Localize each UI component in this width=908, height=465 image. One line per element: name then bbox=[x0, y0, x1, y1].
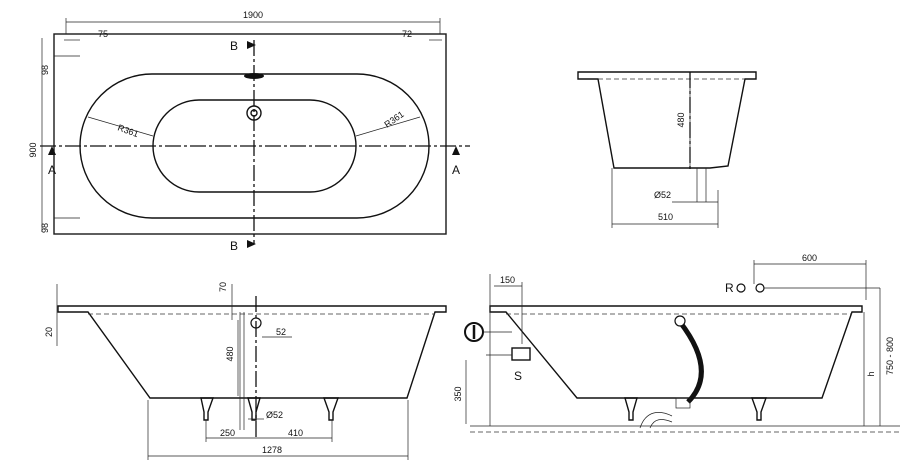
tap-hole-right bbox=[755, 283, 765, 293]
dim-52-bottom: Ø52 bbox=[266, 410, 283, 420]
valve-label: S bbox=[514, 369, 522, 383]
hose-bottom-fitting bbox=[675, 397, 691, 409]
top-view: 1900 75 72 900 98 98 R361 R361 A A B B bbox=[28, 10, 470, 253]
foot-right bbox=[323, 397, 339, 421]
dim-total-height: 750 - 800 bbox=[885, 337, 895, 375]
drain-trap-inner bbox=[649, 419, 673, 429]
section-a-view: 480 Ø52 510 bbox=[577, 71, 757, 228]
dim-h: h bbox=[866, 371, 876, 376]
install-foot-right bbox=[751, 397, 767, 421]
installation-view: 150 S 350 R 600 750 - 800 h bbox=[453, 253, 900, 433]
install-foot-left bbox=[624, 397, 638, 421]
dim-98-bottom: 98 bbox=[40, 223, 50, 233]
drain-inner bbox=[250, 109, 258, 117]
dim-72: 72 bbox=[402, 29, 412, 39]
dim-52-top: 52 bbox=[276, 327, 286, 337]
dim-900: 900 bbox=[28, 142, 38, 157]
dim-410: 410 bbox=[288, 428, 303, 438]
dim-98-top: 98 bbox=[40, 65, 50, 75]
dim-75: 75 bbox=[98, 29, 108, 39]
dim-480-b: 480 bbox=[225, 346, 235, 361]
valve-box bbox=[511, 347, 531, 361]
overflow-mark bbox=[244, 73, 264, 79]
section-label-b-top: B bbox=[230, 39, 238, 53]
dim-52-a: Ø52 bbox=[654, 190, 671, 200]
drain-trap-outer bbox=[639, 412, 673, 429]
radius-leader-right bbox=[355, 116, 421, 137]
waste-hose bbox=[678, 320, 704, 404]
radius-right-label: R361 bbox=[382, 109, 405, 130]
drain-outer bbox=[246, 105, 262, 121]
section-b-view: 20 70 52 480 Ø52 250 410 1278 bbox=[44, 282, 447, 460]
section-arrow-a-right bbox=[452, 146, 460, 155]
install-tub-outline bbox=[489, 305, 863, 399]
section-arrow-b-top bbox=[247, 41, 256, 49]
section-label-a-right: A bbox=[452, 163, 460, 177]
radius-leader-left bbox=[87, 116, 154, 137]
section-label-a-left: A bbox=[48, 163, 56, 177]
tub-outer-frame bbox=[53, 33, 447, 235]
dim-350: 350 bbox=[453, 386, 463, 401]
section-arrow-b-bottom bbox=[247, 240, 256, 248]
section-arrow-a-left bbox=[48, 146, 56, 155]
section-a-outline bbox=[577, 71, 757, 169]
dim-250: 250 bbox=[220, 428, 235, 438]
foot-left bbox=[200, 397, 214, 421]
tub-outline bbox=[53, 33, 447, 235]
foot-center bbox=[247, 397, 261, 421]
tap-hole-left bbox=[736, 283, 746, 293]
dim-480-a: 480 bbox=[676, 112, 686, 127]
dim-510: 510 bbox=[658, 212, 673, 222]
dim-20: 20 bbox=[44, 327, 54, 337]
radius-left-label: R361 bbox=[116, 122, 140, 139]
tap-label: R bbox=[725, 281, 734, 295]
dim-150: 150 bbox=[500, 275, 515, 285]
dim-1278: 1278 bbox=[262, 445, 282, 455]
hose-top-fitting bbox=[674, 315, 686, 327]
section-label-b-bottom: B bbox=[230, 239, 238, 253]
dim-600: 600 bbox=[802, 253, 817, 263]
dim-1900: 1900 bbox=[243, 10, 263, 20]
dim-70: 70 bbox=[218, 282, 228, 292]
section-b-outline bbox=[57, 305, 447, 399]
